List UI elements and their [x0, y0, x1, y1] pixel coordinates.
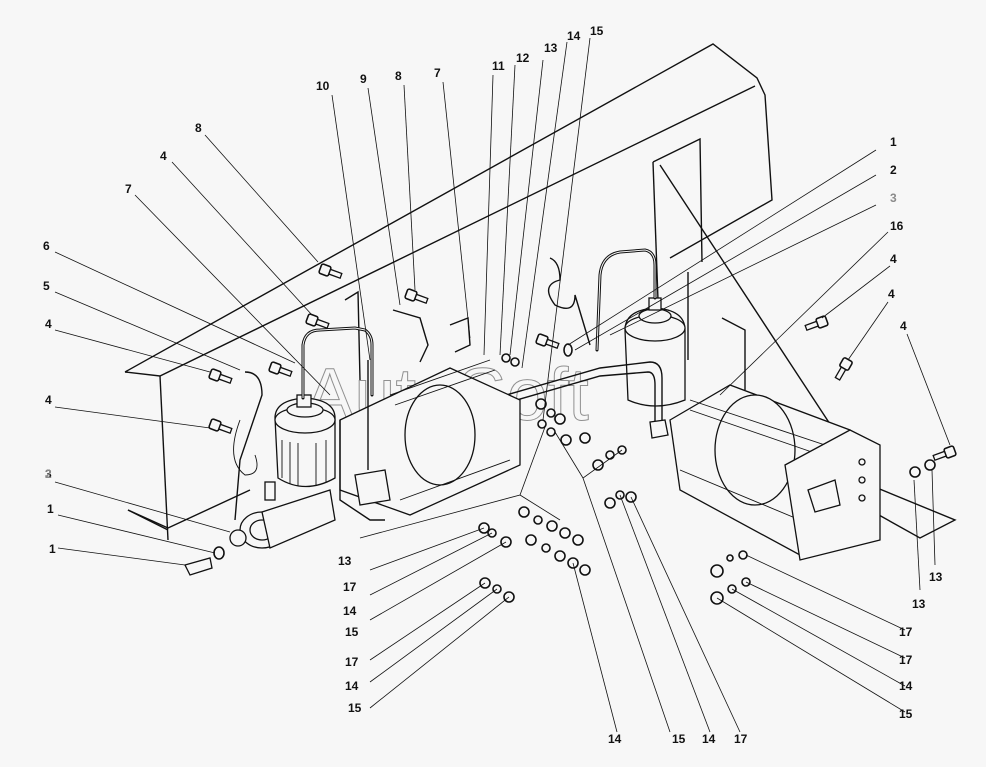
- callout-12: 12: [516, 51, 530, 65]
- callout-9: 9: [360, 72, 367, 86]
- callout-6: 6: [43, 239, 50, 253]
- callout-15: 15: [899, 707, 913, 721]
- callout-14: 14: [899, 679, 913, 693]
- frame-rail: [124, 43, 773, 541]
- callout-14: 14: [702, 732, 716, 746]
- callout-14: 14: [343, 604, 357, 618]
- callout-7: 7: [434, 66, 441, 80]
- callout-1: 1: [49, 542, 56, 556]
- callout-17: 17: [734, 732, 748, 746]
- callout-15: 15: [345, 625, 359, 639]
- callout-8: 8: [195, 121, 202, 135]
- callout-4: 4: [888, 287, 895, 301]
- callout-3: 2: [45, 467, 52, 481]
- callout-8: 8: [395, 69, 402, 83]
- left-reservoir: [274, 394, 336, 488]
- left-master-cylinder: [184, 481, 336, 576]
- callout-17: 17: [345, 655, 359, 669]
- callout-14: 14: [608, 732, 622, 746]
- callout-4: 3: [45, 467, 52, 481]
- nuts-washers: [478, 398, 751, 605]
- pipes: [233, 248, 663, 521]
- callout-15: 15: [672, 732, 686, 746]
- left-booster-cylinder: [339, 359, 521, 521]
- leader-lines: [54, 37, 951, 733]
- callout-10: 10: [316, 79, 330, 93]
- right-reservoir: [624, 297, 686, 407]
- callout-13: 13: [912, 597, 926, 611]
- callout-16: 16: [890, 219, 904, 233]
- callout-11: 11: [492, 59, 505, 73]
- callout-2: 1: [47, 502, 54, 516]
- callout-14: 14: [567, 29, 581, 43]
- bolts: [208, 263, 957, 478]
- callout-17: 17: [899, 653, 913, 667]
- callout-13: 13: [929, 570, 943, 584]
- callout-labels: 10 9 8 7 11 12 13 14 15 8 4 7 6 5 4 4 3 …: [43, 24, 943, 746]
- right-bracket-plate: [652, 137, 957, 539]
- callout-3: 3: [890, 191, 897, 205]
- callout-15: 15: [348, 701, 362, 715]
- callout-4: 4: [45, 393, 52, 407]
- callout-17: 17: [899, 625, 913, 639]
- callout-13: 13: [338, 554, 352, 568]
- callout-4: 4: [45, 317, 52, 331]
- callout-14: 14: [345, 679, 359, 693]
- callout-2: 2: [890, 163, 897, 177]
- callout-13: 13: [544, 41, 558, 55]
- callout-4: 4: [160, 149, 167, 163]
- callout-15: 15: [590, 24, 604, 38]
- callout-1: 1: [890, 135, 897, 149]
- callout-4: 4: [900, 319, 907, 333]
- right-booster-cylinder: [649, 384, 881, 561]
- callout-7: 7: [125, 182, 132, 196]
- callout-5: 5: [43, 279, 50, 293]
- callout-17: 17: [343, 580, 357, 594]
- callout-4: 4: [890, 252, 897, 266]
